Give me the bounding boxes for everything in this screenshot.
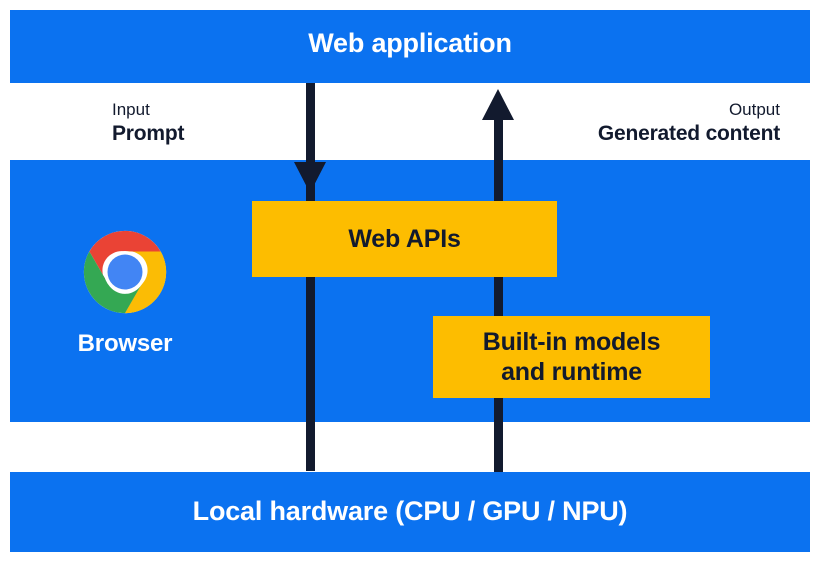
input-caption-small: Input <box>112 100 150 119</box>
local-hardware-title: Local hardware (CPU / GPU / NPU) <box>192 496 628 526</box>
input-caption-big: Prompt <box>112 121 185 145</box>
input-caption: Input Prompt <box>112 99 185 148</box>
built-in-models-line1: Built-in models <box>482 327 661 356</box>
arrow-down-head-icon <box>294 162 326 193</box>
web-apis-label: Web APIs <box>348 224 461 253</box>
built-in-models-box: Built-in models and runtime <box>433 316 710 398</box>
web-application-band <box>10 10 810 83</box>
web-application-title: Web application <box>308 28 512 58</box>
output-caption-big: Generated content <box>597 121 780 145</box>
browser-group: Browser <box>46 230 204 358</box>
chrome-logo-icon <box>83 230 167 314</box>
output-caption: Output Generated content <box>598 99 780 148</box>
arrow-down-icon <box>306 83 315 471</box>
web-apis-box: Web APIs <box>252 201 557 277</box>
local-hardware-band <box>10 472 810 552</box>
output-caption-small: Output <box>728 100 780 119</box>
browser-label: Browser <box>77 330 173 357</box>
arrow-up-head-icon <box>482 89 514 120</box>
built-in-models-line2: and runtime <box>501 358 642 386</box>
arrow-up-icon <box>494 112 503 472</box>
built-in-models-label: Built-in models and runtime <box>483 327 661 388</box>
